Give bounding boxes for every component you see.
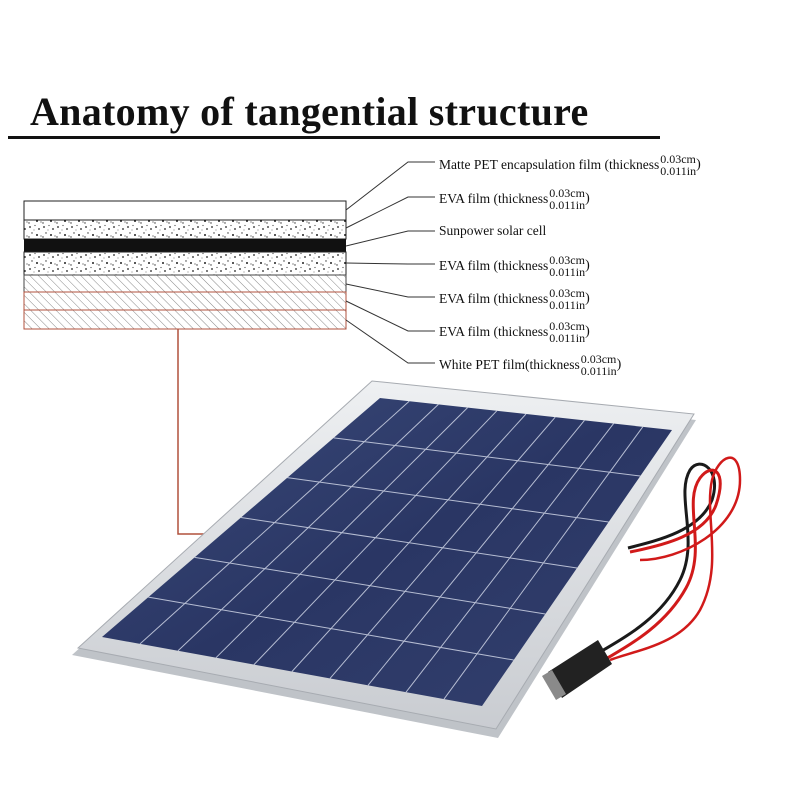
layer-eva-top (23, 219, 347, 240)
panel-grid-line (333, 437, 641, 477)
label-layer-1-in: 0.011in (660, 164, 697, 178)
label-layer-1: Matte PET encapsulation film (thickness … (439, 153, 701, 177)
label-layer-5-cm: 0.03cm (549, 286, 585, 300)
label-layer-7-close: ) (616, 357, 622, 372)
label-layer-4-in: 0.011in (549, 265, 586, 279)
label-layer-5-close: ) (585, 291, 590, 306)
callout-line (177, 329, 212, 535)
cable-red-loop (609, 456, 742, 662)
label-layer-5-in: 0.011in (549, 298, 586, 312)
panel-grid-line (287, 477, 609, 523)
leader-lines (345, 161, 435, 364)
label-layer-5-fraction: 0.03cm 0.011in (549, 287, 585, 311)
dc-connector-plug (542, 640, 612, 700)
panel-cell-grid (139, 400, 644, 700)
layer-eva-hatch-1 (23, 274, 347, 293)
solar-panel-illustration (72, 380, 696, 738)
layer-eva-hatch-2 (23, 291, 347, 311)
panel-grid-line (240, 517, 578, 569)
label-layer-2-cm: 0.03cm (549, 186, 585, 200)
leader-line-7 (345, 319, 435, 364)
panel-grid-line (148, 596, 514, 661)
panel-grid-line (194, 556, 546, 615)
label-layer-6-fraction: 0.03cm 0.011in (549, 320, 585, 344)
label-layer-3: Sunpower solar cell (439, 224, 546, 238)
page-title: Anatomy of tangential structure (30, 89, 589, 134)
label-layer-4-name: EVA film (thickness (439, 258, 549, 274)
label-layer-7-name: White PET film(thickness (439, 357, 580, 373)
label-layer-4: EVA film (thickness 0.03cm 0.011in ) (439, 254, 590, 278)
leader-line-2 (345, 196, 435, 229)
title-underline (8, 136, 660, 139)
label-layer-2-name: EVA film (thickness (439, 191, 549, 207)
layer-matte-pet (23, 200, 347, 221)
label-layer-5: EVA film (thickness 0.03cm 0.011in ) (439, 287, 590, 311)
label-layer-2: EVA film (thickness 0.03cm 0.011in ) (439, 187, 590, 211)
leader-line-3 (345, 230, 435, 247)
label-layer-1-name: Matte PET encapsulation film (thickness (439, 157, 660, 173)
layer-solar-cell (24, 239, 346, 252)
label-layer-1-cm: 0.03cm (660, 152, 696, 166)
label-layer-5-name: EVA film (thickness (439, 291, 549, 307)
label-layer-6-name: EVA film (thickness (439, 324, 549, 340)
label-layer-2-fraction: 0.03cm 0.011in (549, 187, 585, 211)
leader-line-6 (345, 300, 435, 332)
label-layer-7-cm: 0.03cm (580, 352, 617, 366)
label-layer-1-fraction: 0.03cm 0.011in (660, 153, 696, 177)
label-layer-2-close: ) (585, 191, 590, 206)
leader-line-4 (345, 262, 435, 265)
leader-line-1 (345, 161, 435, 211)
label-layer-1-close: ) (696, 157, 701, 172)
layer-eva-mid (23, 251, 347, 276)
leader-line-5 (345, 283, 435, 298)
label-layer-6-in: 0.011in (549, 331, 586, 345)
label-layer-2-in: 0.011in (549, 198, 586, 212)
label-layer-7-fraction: 0.03cm 0.011in (581, 353, 617, 377)
connector-body (548, 640, 612, 698)
label-layer-7: White PET film(thickness 0.03cm 0.011in … (439, 353, 621, 377)
layer-white-pet (23, 309, 347, 330)
layer-stack-diagram (23, 200, 347, 330)
label-layer-7-in: 0.011in (580, 364, 617, 378)
connector-tip (542, 670, 566, 700)
label-layer-4-cm: 0.03cm (549, 253, 585, 267)
label-layer-6-cm: 0.03cm (549, 319, 585, 333)
cable-red (603, 468, 722, 662)
label-layer-6-close: ) (585, 324, 590, 339)
label-layer-3-name: Sunpower solar cell (439, 223, 547, 238)
label-layer-6: EVA film (thickness 0.03cm 0.011in ) (439, 320, 590, 344)
panel-cable (542, 456, 742, 700)
label-layer-4-close: ) (585, 258, 590, 273)
label-layer-4-fraction: 0.03cm 0.011in (549, 254, 585, 278)
